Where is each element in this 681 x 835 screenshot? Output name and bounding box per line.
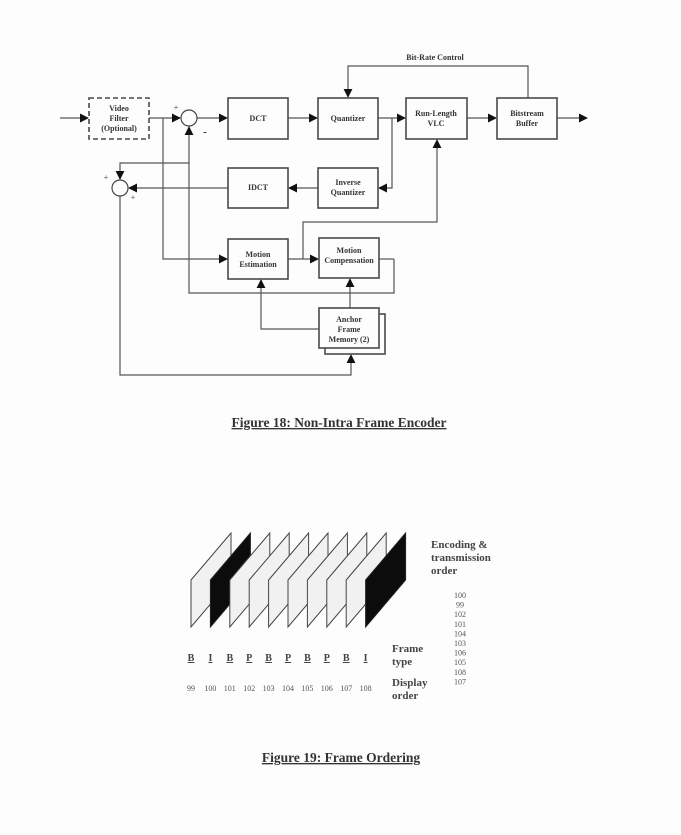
prediction-to-summer2-arrow <box>115 162 189 180</box>
inverse-quantizer-label-1: Inverse <box>335 178 361 187</box>
vlc-label-2: VLC <box>428 119 445 128</box>
frame-type-label: P <box>324 653 330 664</box>
video-filter-label-3: (Optional) <box>101 124 137 133</box>
encoding-order-value: 107 <box>454 677 466 686</box>
frame-type-label: I <box>364 653 368 664</box>
summer2-plus-bottom-sign: + <box>131 193 136 202</box>
display-order-value: 104 <box>282 684 294 693</box>
encoding-label-1: Encoding & <box>431 539 488 551</box>
prediction-to-summer1-arrow <box>184 126 395 294</box>
display-order-label-2: order <box>392 690 418 702</box>
display-order-value: 106 <box>321 684 333 693</box>
idct-label: IDCT <box>248 183 269 192</box>
frame-i-108 <box>365 531 407 629</box>
anchor-memory-label-3: Memory (2) <box>329 335 370 344</box>
bit-rate-control-label: Bit-Rate Control <box>406 53 464 62</box>
frame-type-label-1: Frame <box>392 643 423 655</box>
display-order-value: 108 <box>360 684 372 693</box>
display-order-value: 99 <box>187 684 195 693</box>
encoding-order-value: 105 <box>454 658 466 667</box>
frame-type-label: B <box>343 653 350 664</box>
bitstream-buffer-block: Bitstream Buffer <box>496 97 558 140</box>
frame-type-label: I <box>208 653 212 664</box>
dct-block: DCT <box>227 97 289 140</box>
frame-type-label-2: type <box>392 656 412 668</box>
encoder-connections <box>60 65 588 376</box>
display-order-value: 105 <box>301 684 313 693</box>
display-order-value: 100 <box>204 684 216 693</box>
frame-type-label: B <box>304 653 311 664</box>
encoding-order-value: 101 <box>454 620 466 629</box>
summer1-minus-sign: - <box>203 126 207 138</box>
encoding-order-value: 99 <box>456 601 464 610</box>
motion-estimation-label-1: Motion <box>246 250 271 259</box>
figure19-caption: Figure 19: Frame Ordering <box>262 750 421 765</box>
frame-stack <box>190 531 407 629</box>
quantizer-to-inverse-quantizer-arrow <box>378 118 393 193</box>
display-order-value: 101 <box>224 684 236 693</box>
encoding-order-value: 108 <box>454 668 466 677</box>
inverse-quantizer-block: Inverse Quantizer <box>317 167 379 209</box>
vlc-label-1: Run-Length <box>415 109 457 118</box>
video-filter-block: Video Filter (Optional) <box>88 97 150 140</box>
display-order-row: 99 100 101 102 103 104 105 106 107 108 <box>187 684 372 693</box>
motion-compensation-label-2: Compensation <box>324 256 374 265</box>
encoding-order-value: 104 <box>454 629 466 638</box>
motion-compensation-label-1: Motion <box>337 246 362 255</box>
bit-rate-control-line <box>343 65 529 98</box>
encoding-order-value: 106 <box>454 649 466 658</box>
summer2-plus-top-sign: + <box>104 173 109 182</box>
vlc-block: Run-Length VLC <box>405 97 468 140</box>
anchor-frame-memory-block: Anchor Frame Memory (2) <box>318 307 386 355</box>
display-order-value: 107 <box>340 684 352 693</box>
summer2-to-memory-arrow <box>119 196 356 376</box>
input-to-motion-estimation-arrow <box>162 118 228 264</box>
motion-vectors-to-vlc-arrow <box>302 139 442 259</box>
encoding-order-value: 102 <box>454 610 466 619</box>
inverse-quantizer-label-2: Quantizer <box>331 188 366 197</box>
frame-type-label: B <box>265 653 272 664</box>
frame-type-label: B <box>188 653 195 664</box>
quantizer-label: Quantizer <box>331 114 366 123</box>
frame-type-label: P <box>246 653 252 664</box>
buffer-label-2: Buffer <box>516 119 539 128</box>
display-order-value: 103 <box>263 684 275 693</box>
quantizer-block: Quantizer <box>317 97 379 140</box>
video-filter-label-2: Filter <box>109 114 129 123</box>
frame-type-label: P <box>285 653 291 664</box>
summing-junction-1 <box>180 109 198 127</box>
summing-junction-2 <box>111 179 129 197</box>
display-order-value: 102 <box>243 684 255 693</box>
summer1-plus-sign: + <box>174 103 179 112</box>
anchor-memory-label-1: Anchor <box>336 315 362 324</box>
idct-block: IDCT <box>227 167 289 209</box>
motion-estimation-label-2: Estimation <box>239 260 277 269</box>
buffer-label-1: Bitstream <box>510 109 544 118</box>
motion-estimation-block: Motion Estimation <box>227 238 289 280</box>
dct-label: DCT <box>250 114 268 123</box>
anchor-memory-label-2: Frame <box>338 325 361 334</box>
figure18-caption: Figure 18: Non-Intra Frame Encoder <box>232 415 447 430</box>
motion-compensation-block: Motion Compensation <box>318 237 380 279</box>
encoding-label-2: transmission <box>431 552 491 564</box>
encoding-label-3: order <box>431 565 457 577</box>
frame-type-label: B <box>226 653 233 664</box>
memory-to-estimation-arrow <box>256 279 319 330</box>
encoding-order-value: 103 <box>454 639 466 648</box>
display-order-label-1: Display <box>392 677 428 689</box>
video-filter-label-1: Video <box>109 104 129 113</box>
encoding-order-value: 100 <box>454 591 466 600</box>
